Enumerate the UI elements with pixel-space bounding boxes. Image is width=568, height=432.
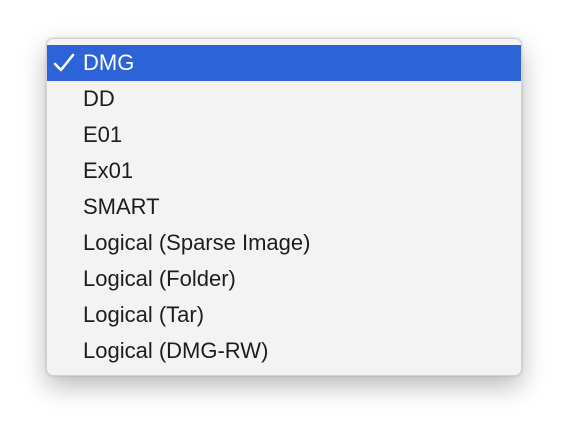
menu-item-label: Logical (Folder)	[83, 266, 236, 291]
menu-item-label: Ex01	[83, 158, 134, 183]
menu-item-label: SMART	[83, 194, 160, 219]
menu-item-label: DMG	[83, 50, 135, 75]
menu-item-label: E01	[83, 122, 123, 147]
menu-item-dd[interactable]: DD	[47, 81, 521, 117]
menu-item-logical-folder[interactable]: Logical (Folder)	[47, 261, 521, 297]
menu-item-label: Logical (DMG-RW)	[83, 338, 269, 363]
menu-item-label: Logical (Sparse Image)	[83, 230, 311, 255]
menu-item-dmg[interactable]: DMG	[47, 45, 521, 81]
menu-item-smart[interactable]: SMART	[47, 189, 521, 225]
menu-item-label: Logical (Tar)	[83, 302, 205, 327]
format-popup-menu: DMG DD E01 Ex01 SMART Logical (Sparse Im…	[46, 38, 522, 376]
menu-item-logical-tar[interactable]: Logical (Tar)	[47, 297, 521, 333]
menu-item-label: DD	[83, 86, 115, 111]
menu-item-e01[interactable]: E01	[47, 117, 521, 153]
menu-item-logical-dmg-rw[interactable]: Logical (DMG-RW)	[47, 333, 521, 369]
checkmark-icon	[51, 45, 77, 81]
menu-item-logical-sparse-image[interactable]: Logical (Sparse Image)	[47, 225, 521, 261]
menu-item-ex01[interactable]: Ex01	[47, 153, 521, 189]
